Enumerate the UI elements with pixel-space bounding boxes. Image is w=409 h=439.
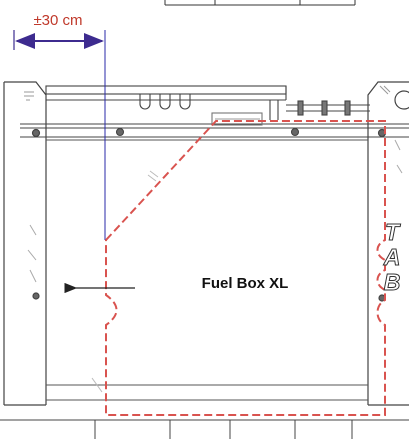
top-frame-fragment bbox=[164, 0, 356, 6]
cabinet-inner-lines bbox=[46, 139, 368, 401]
top-rail bbox=[45, 85, 370, 120]
cross-beam bbox=[20, 112, 409, 138]
fuel-box-label: Fuel Box XL bbox=[202, 275, 289, 292]
tab-letter-a: A bbox=[383, 244, 401, 270]
fuel-box-outline bbox=[105, 120, 386, 416]
bottom-plinth bbox=[0, 419, 409, 439]
tab-letter-b: B bbox=[384, 269, 401, 295]
dimension-label: ±30 cm bbox=[33, 12, 82, 29]
tab-letter-t: T bbox=[385, 219, 401, 245]
side-tab: T A B bbox=[382, 219, 401, 296]
left-side-panel bbox=[3, 81, 47, 406]
hatch-hints bbox=[91, 170, 159, 393]
